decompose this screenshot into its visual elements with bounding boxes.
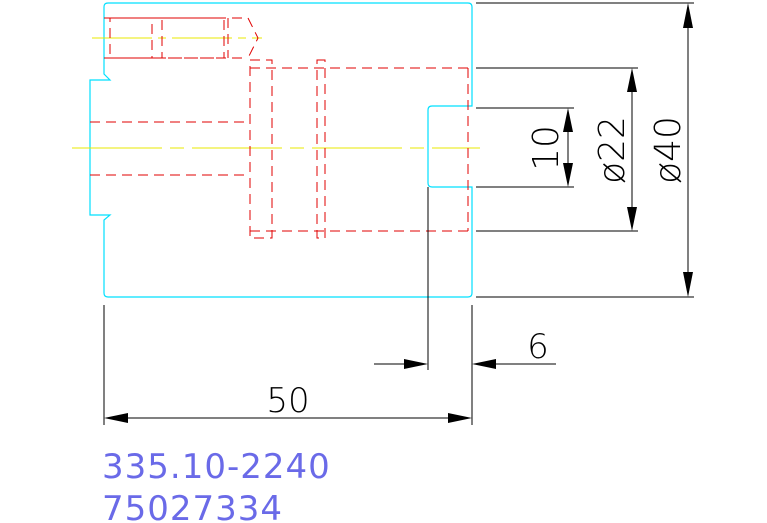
- centerlines: [72, 37, 480, 149]
- dimension-lines: [103, 2, 694, 425]
- dim-50-label: 50: [266, 381, 309, 421]
- dim-diameter-22-label: ø22: [592, 116, 633, 184]
- hidden-lines: [90, 17, 469, 239]
- dim-6-label: 6: [527, 327, 549, 367]
- dim-diameter-40-label: ø40: [648, 116, 689, 184]
- dim-10-label: 10: [526, 125, 567, 171]
- dimension-arrows: [104, 3, 693, 423]
- part-code: 75027334: [102, 489, 283, 523]
- part-outline: [89, 2, 473, 298]
- part-number: 335.10-2240: [102, 447, 331, 487]
